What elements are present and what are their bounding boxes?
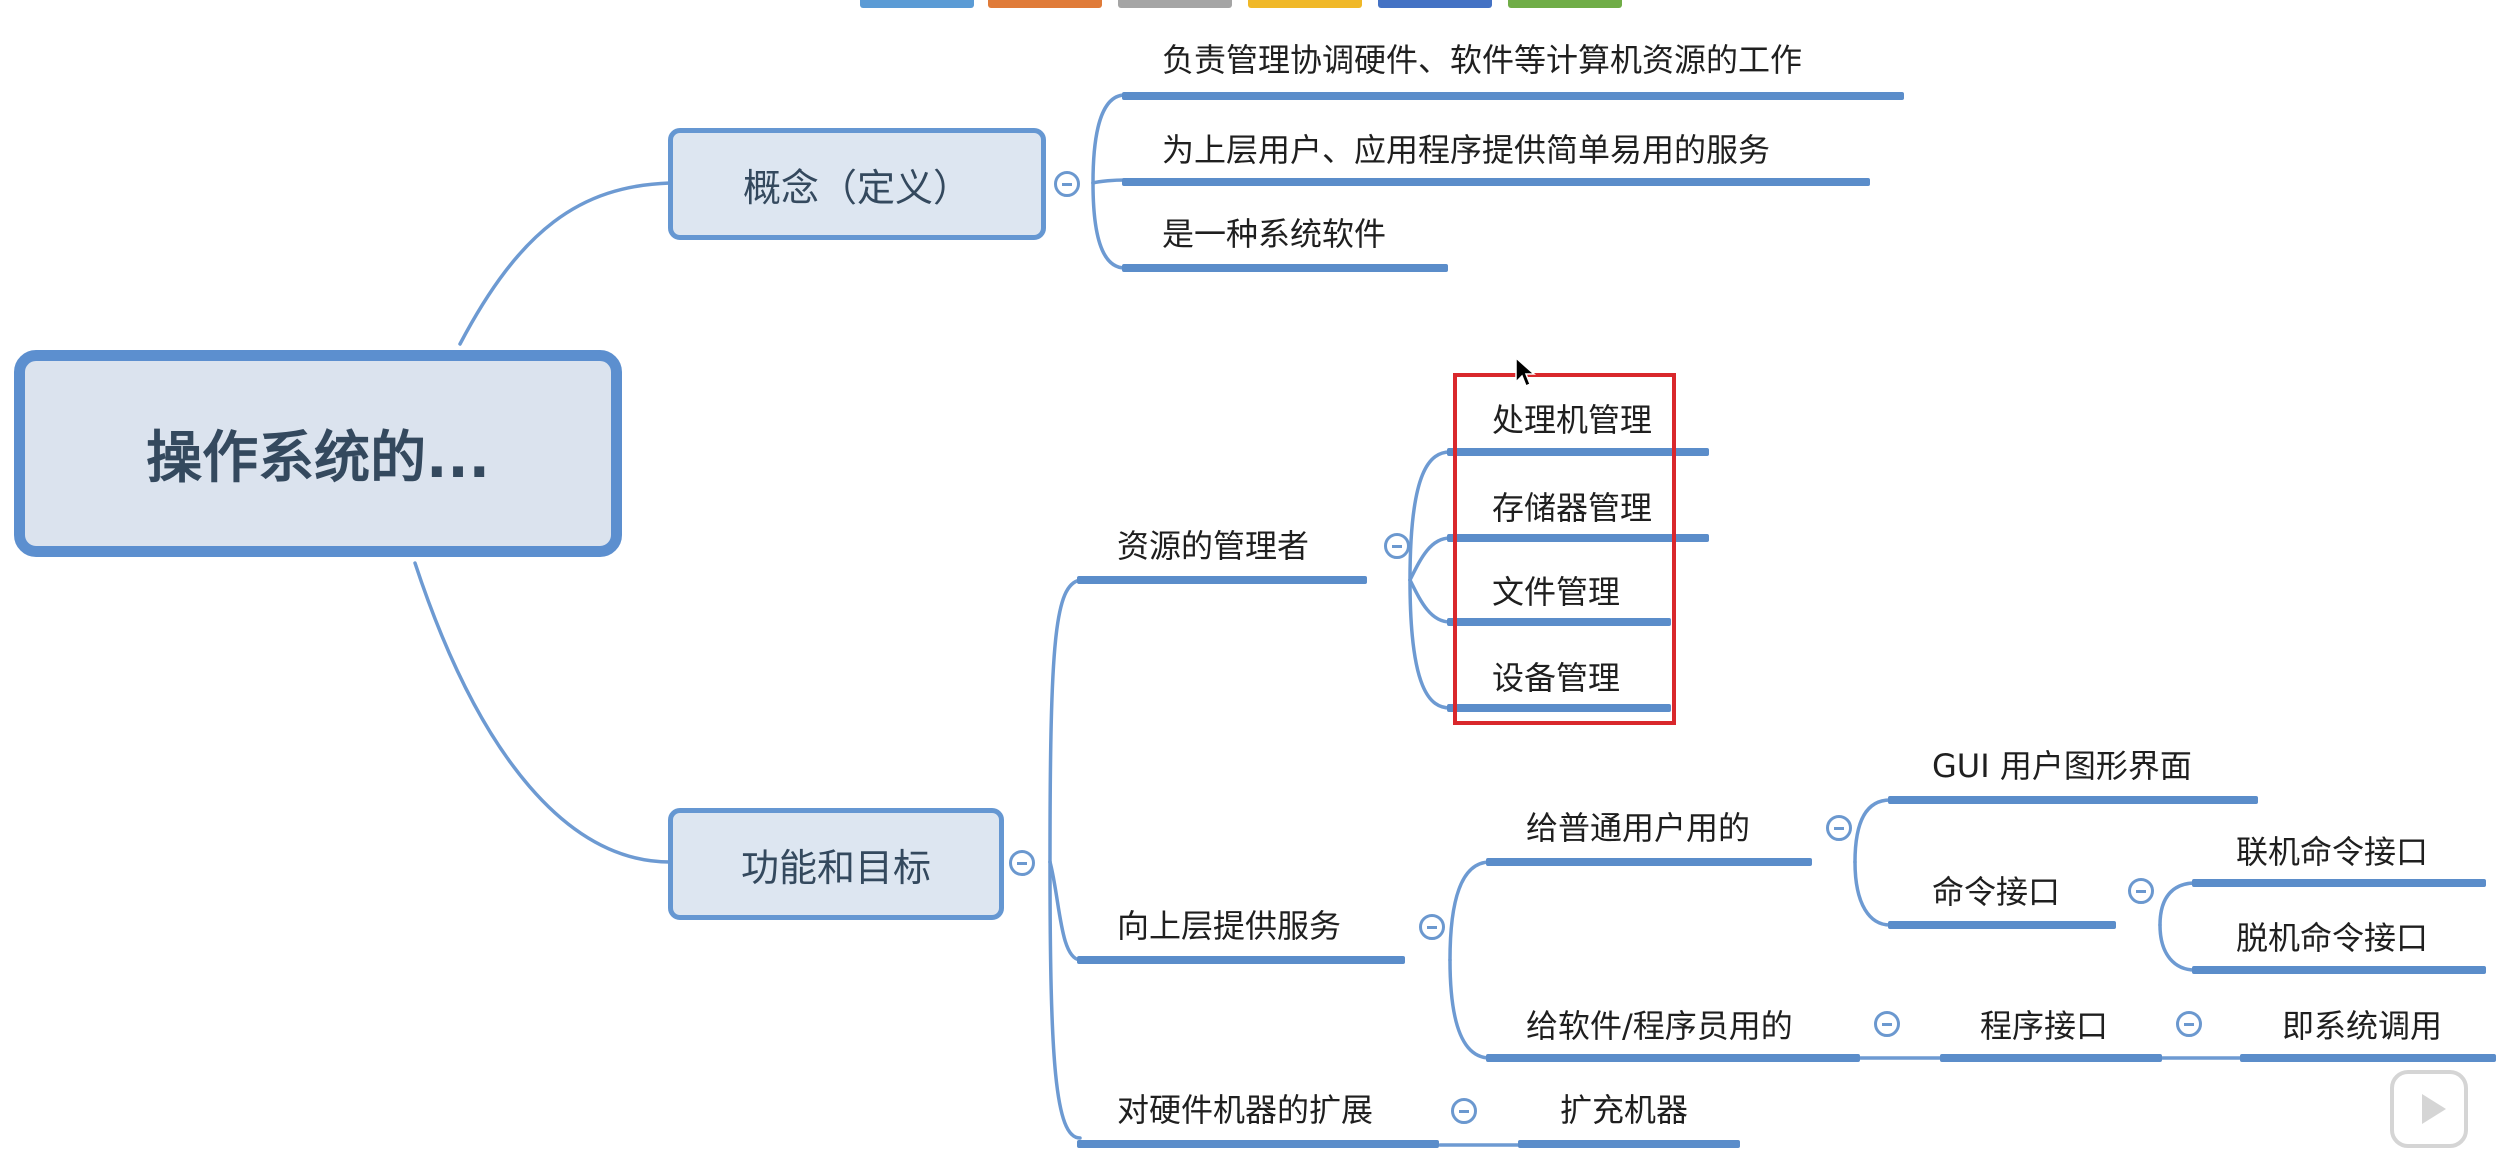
resource-item: 设备管理 bbox=[1492, 659, 1621, 697]
service-underline bbox=[1077, 956, 1405, 964]
connector-service-user bbox=[1448, 860, 1492, 962]
connector-cmd-2 bbox=[2158, 923, 2197, 972]
extension-item: 扩充机器 bbox=[1560, 1091, 1689, 1129]
extension-label: 对硬件机器的扩展 bbox=[1117, 1091, 1374, 1129]
command-interface-underline bbox=[1888, 921, 2116, 929]
resource-item-underline bbox=[1447, 448, 1709, 456]
syscall-underline bbox=[2240, 1054, 2496, 1062]
user-interface-label: 给普通用户用的 bbox=[1526, 809, 1751, 847]
connector-resource-4 bbox=[1408, 578, 1452, 710]
mouse-pointer-icon bbox=[1515, 356, 1536, 388]
concept-item: 为上层用户、应用程序提供简单易用的服务 bbox=[1162, 131, 1771, 169]
connector-root-functions bbox=[413, 561, 672, 864]
red-highlight-box bbox=[1453, 373, 1676, 725]
connector-resource-2 bbox=[1408, 536, 1452, 582]
functions-node[interactable]: 功能和目标 bbox=[668, 808, 1004, 920]
connector-resource-3 bbox=[1408, 578, 1452, 624]
api-collapse-toggle[interactable] bbox=[2176, 1011, 2202, 1037]
functions-collapse-toggle[interactable] bbox=[1009, 850, 1035, 876]
color-tab[interactable] bbox=[860, 0, 974, 8]
resource-item-underline bbox=[1447, 534, 1709, 542]
concept-item-underline bbox=[1122, 178, 1870, 186]
command-item-underline bbox=[2192, 966, 2486, 974]
command-collapse-toggle[interactable] bbox=[2128, 878, 2154, 904]
command-item: 联机命令接口 bbox=[2236, 833, 2429, 871]
connector-user-cmd bbox=[1853, 860, 1892, 927]
program-interface-label: 给软件/程序员用的 bbox=[1526, 1007, 1793, 1045]
service-collapse-toggle[interactable] bbox=[1419, 914, 1445, 940]
resource-collapse-toggle[interactable] bbox=[1384, 533, 1410, 559]
program-interface-underline bbox=[1486, 1054, 1860, 1062]
connector-concept-1 bbox=[1091, 93, 1127, 185]
resource-item: 文件管理 bbox=[1492, 573, 1621, 611]
concept-label: 概念（定义） bbox=[742, 165, 971, 210]
concept-item: 负责管理协调硬件、软件等计算机资源的工作 bbox=[1162, 41, 1803, 79]
gui-label: GUI 用户图形界面 bbox=[1932, 747, 2192, 785]
color-tab[interactable] bbox=[1508, 0, 1622, 8]
user-collapse-toggle[interactable] bbox=[1826, 815, 1852, 841]
api-label: 程序接口 bbox=[1980, 1007, 2109, 1045]
connector-resource-1 bbox=[1408, 450, 1452, 582]
user-interface-underline bbox=[1486, 858, 1812, 866]
connector-concept-2 bbox=[1091, 178, 1127, 185]
concept-node[interactable]: 概念（定义） bbox=[668, 128, 1046, 240]
concept-item-underline bbox=[1122, 264, 1448, 272]
connector-user-gui bbox=[1853, 798, 1892, 864]
connector-functions-resource bbox=[1048, 578, 1082, 864]
concept-item-underline bbox=[1122, 92, 1904, 100]
api-underline bbox=[1940, 1054, 2162, 1062]
connector-root-concept bbox=[458, 181, 672, 346]
resource-manager-underline bbox=[1077, 576, 1367, 584]
command-interface-label: 命令接口 bbox=[1932, 873, 2061, 911]
functions-label: 功能和目标 bbox=[740, 845, 931, 890]
root-label: 操作系统的... bbox=[146, 426, 490, 491]
resource-item: 存储器管理 bbox=[1492, 489, 1653, 527]
play-watermark-icon bbox=[2390, 1070, 2468, 1148]
concept-item: 是一种系统软件 bbox=[1162, 215, 1387, 253]
syscall-label: 即系统调用 bbox=[2282, 1007, 2443, 1045]
gui-underline bbox=[1888, 796, 2258, 804]
color-tab[interactable] bbox=[1248, 0, 1362, 8]
resource-manager-label: 资源的管理者 bbox=[1117, 527, 1310, 565]
extension-underline bbox=[1077, 1140, 1439, 1148]
connector-functions-extension bbox=[1048, 860, 1082, 1140]
concept-collapse-toggle[interactable] bbox=[1054, 171, 1080, 197]
color-tab[interactable] bbox=[988, 0, 1102, 8]
extension-item-underline bbox=[1518, 1140, 1740, 1148]
service-label: 向上层提供服务 bbox=[1117, 907, 1342, 945]
connector-concept-3 bbox=[1091, 181, 1127, 270]
command-item-underline bbox=[2192, 879, 2486, 887]
resource-item-underline bbox=[1447, 618, 1671, 626]
resource-item-underline bbox=[1447, 704, 1671, 712]
color-tab[interactable] bbox=[1378, 0, 1492, 8]
connector-cmd-1 bbox=[2158, 881, 2197, 927]
command-item: 脱机命令接口 bbox=[2236, 919, 2429, 957]
connector-service-program bbox=[1448, 958, 1492, 1060]
program-collapse-toggle[interactable] bbox=[1874, 1011, 1900, 1037]
root-node[interactable]: 操作系统的... bbox=[14, 350, 622, 557]
resource-item: 处理机管理 bbox=[1492, 401, 1653, 439]
connector-functions-service bbox=[1048, 860, 1082, 962]
color-tab[interactable] bbox=[1118, 0, 1232, 8]
extension-collapse-toggle[interactable] bbox=[1451, 1098, 1477, 1124]
